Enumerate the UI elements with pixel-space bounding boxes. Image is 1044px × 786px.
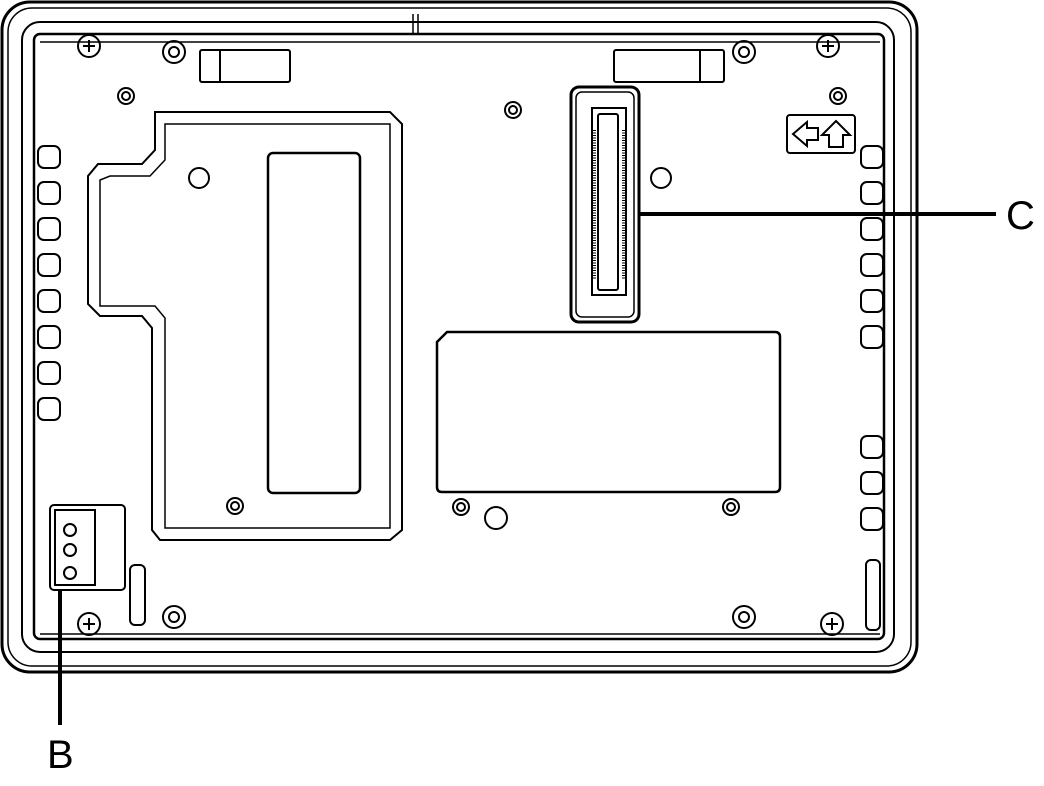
callout-label-b: B [47,733,74,777]
outer-bezel [0,0,919,674]
arrow-up-icon [819,119,853,148]
callout-label-c: C [1006,194,1035,238]
power-connector [49,504,146,626]
right-vent-ribs [860,145,884,531]
inner-frame [21,21,895,653]
mount-holes [117,87,847,530]
screws [77,34,844,636]
arrow-left-icon [791,119,819,149]
label-recess [266,151,362,495]
stepped-cover [87,111,403,541]
card-cover [435,330,782,494]
expansion-slot-connector [569,85,641,324]
left-vent-ribs [37,145,61,421]
